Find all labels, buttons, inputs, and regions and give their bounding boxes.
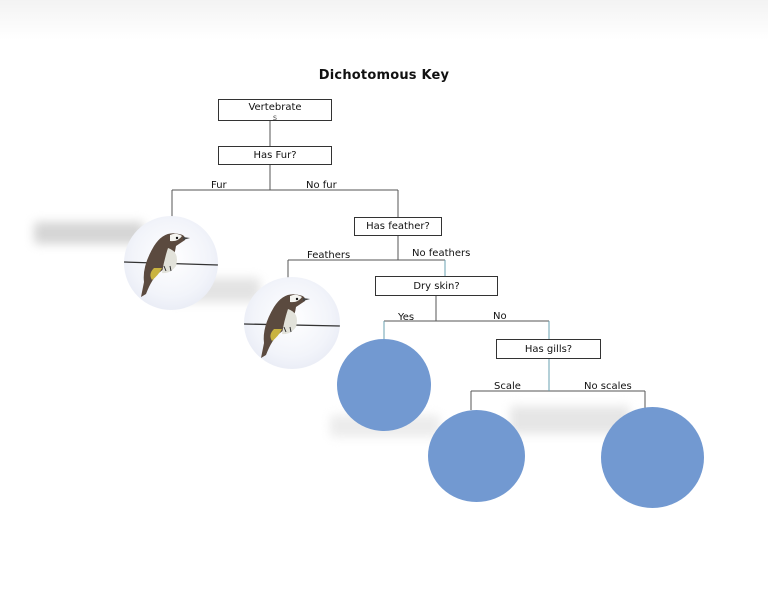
edge-label-fur: Fur	[211, 180, 227, 191]
node-dry-skin-label: Dry skin?	[413, 280, 460, 292]
node-has-feather: Has feather?	[354, 217, 442, 236]
answer-circle-scale[interactable]	[428, 410, 525, 502]
shadow-blur	[34, 222, 144, 244]
bird-illustration	[244, 294, 340, 358]
node-has-fur-label: Has Fur?	[253, 150, 297, 161]
diagram-title: Dichotomous Key	[318, 68, 450, 83]
edge-label-feathers: Feathers	[307, 250, 351, 261]
node-vertebrate: Vertebrate s	[218, 99, 332, 121]
node-has-gills: Has gills?	[496, 339, 601, 359]
edge-label-no-fur: No fur	[306, 180, 337, 191]
bird-photo	[244, 277, 340, 369]
edge-label-no-feathers: No feathers	[412, 248, 471, 259]
edge-label-no-scales: No scales	[584, 381, 632, 392]
node-has-gills-label: Has gills?	[524, 343, 573, 355]
node-has-fur: Has Fur?	[218, 146, 332, 165]
node-has-feather-label: Has feather?	[366, 221, 430, 232]
node-vertebrate-label: Vertebrate	[248, 101, 302, 113]
edge-label-yes: Yes	[398, 312, 415, 323]
node-dry-skin: Dry skin?	[375, 276, 498, 296]
node-vertebrate-label-clipped: s	[272, 112, 278, 121]
bird-illustration	[124, 233, 218, 297]
bird-photo	[124, 216, 218, 310]
edge-label-no: No	[493, 311, 507, 322]
answer-circle-dry-skin-yes[interactable]	[337, 339, 431, 431]
answer-circle-no-scales[interactable]	[601, 407, 704, 508]
edge-label-scale: Scale	[494, 381, 521, 392]
